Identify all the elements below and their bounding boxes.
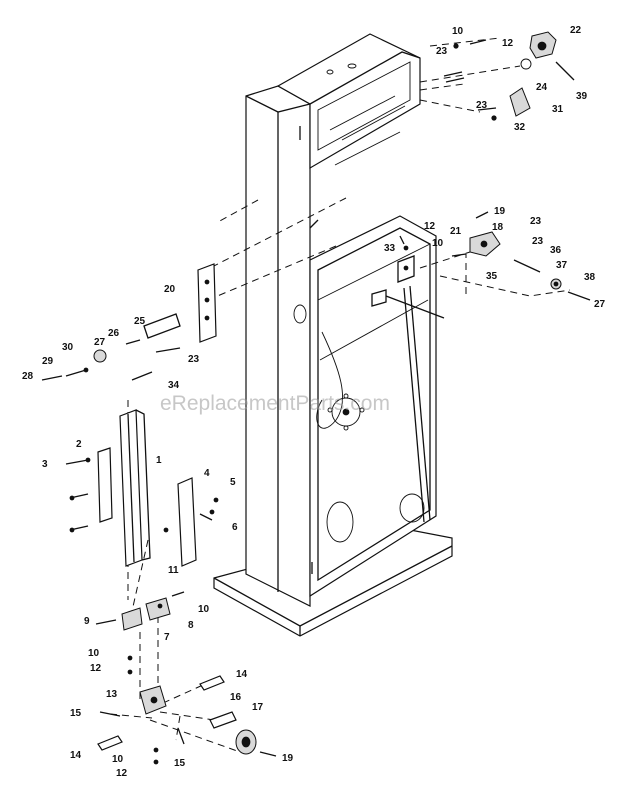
- callout-3: 3: [42, 459, 48, 470]
- callout-12: 12: [116, 768, 128, 779]
- callout-6: 6: [232, 522, 238, 533]
- callout-7: 7: [164, 632, 170, 643]
- bracket-31-part: [509, 87, 531, 117]
- blade-guide-post-part: [119, 409, 151, 567]
- lower-guide-block-part: [95, 591, 185, 631]
- callout-39: 39: [576, 91, 588, 102]
- watermark-text: eReplacementParts.com: [160, 392, 390, 415]
- guide-bracket-2-part: [97, 447, 113, 523]
- callout-23: 23: [188, 354, 200, 365]
- pin-14-upper-part: [199, 675, 225, 691]
- callout-28: 28: [22, 371, 34, 382]
- callout-5: 5: [230, 477, 236, 488]
- lower-bracket-13-part: [99, 655, 167, 765]
- callout-8: 8: [188, 620, 194, 631]
- left-guide-plate-part: [41, 263, 217, 381]
- callout-16: 16: [230, 692, 242, 703]
- callout-10: 10: [198, 604, 210, 615]
- callout-10: 10: [432, 238, 444, 249]
- knob-17-part: [235, 729, 277, 757]
- callout-36: 36: [550, 245, 562, 256]
- callout-37: 37: [556, 260, 568, 271]
- callout-19: 19: [282, 753, 294, 764]
- callout-27: 27: [594, 299, 606, 310]
- shaft-16-part: [209, 711, 237, 729]
- callout-20: 20: [164, 284, 176, 295]
- upper-guide-assembly-part: [397, 211, 591, 301]
- guard-4-part: [177, 477, 197, 567]
- callout-10: 10: [88, 648, 100, 659]
- callout-12: 12: [502, 38, 514, 49]
- callout-13: 13: [106, 689, 118, 700]
- callout-23: 23: [532, 236, 544, 247]
- screw-34-part: [131, 371, 153, 381]
- main-frame: [213, 33, 453, 637]
- callout-12: 12: [90, 663, 102, 674]
- callout-30: 30: [62, 342, 74, 353]
- callout-29: 29: [42, 356, 54, 367]
- screws-3: [65, 457, 91, 533]
- callout-12: 12: [424, 221, 436, 232]
- callout-15: 15: [70, 708, 82, 719]
- small-screws-top: [443, 39, 497, 121]
- callout-18: 18: [492, 222, 504, 233]
- callout-23: 23: [530, 216, 542, 227]
- screw-15-part: [177, 727, 185, 745]
- callout-21: 21: [450, 226, 462, 237]
- callout-27: 27: [94, 337, 106, 348]
- callout-4: 4: [204, 468, 210, 479]
- callout-25: 25: [134, 316, 146, 327]
- callout-14: 14: [70, 750, 82, 761]
- callout-31: 31: [552, 104, 564, 115]
- callout-14: 14: [236, 669, 248, 680]
- callout-1: 1: [156, 455, 162, 466]
- callout-2: 2: [76, 439, 82, 450]
- callout-9: 9: [84, 616, 90, 627]
- callout-15: 15: [174, 758, 186, 769]
- parts: [41, 31, 591, 765]
- callout-17: 17: [252, 702, 264, 713]
- callout-32: 32: [514, 122, 526, 133]
- assembly-lines: [109, 37, 571, 753]
- callout-34: 34: [168, 380, 180, 391]
- upper-knob-assembly-part: [520, 31, 575, 81]
- callout-22: 22: [570, 25, 582, 36]
- callout-labels: 10 12 22 23 24 39 23 31 32 19 12 18 23 1…: [22, 25, 606, 779]
- callout-24: 24: [536, 82, 548, 93]
- callout-10: 10: [112, 754, 124, 765]
- callout-26: 26: [108, 328, 120, 339]
- callout-10: 10: [452, 26, 464, 37]
- callout-38: 38: [584, 272, 596, 283]
- callout-23: 23: [436, 46, 448, 57]
- screws-5-6: [163, 497, 219, 533]
- callout-19: 19: [494, 206, 506, 217]
- callout-35: 35: [486, 271, 498, 282]
- pin-14-lower-part: [97, 735, 123, 751]
- callout-11: 11: [168, 565, 179, 576]
- callout-33: 33: [384, 243, 396, 254]
- callout-23: 23: [476, 100, 488, 111]
